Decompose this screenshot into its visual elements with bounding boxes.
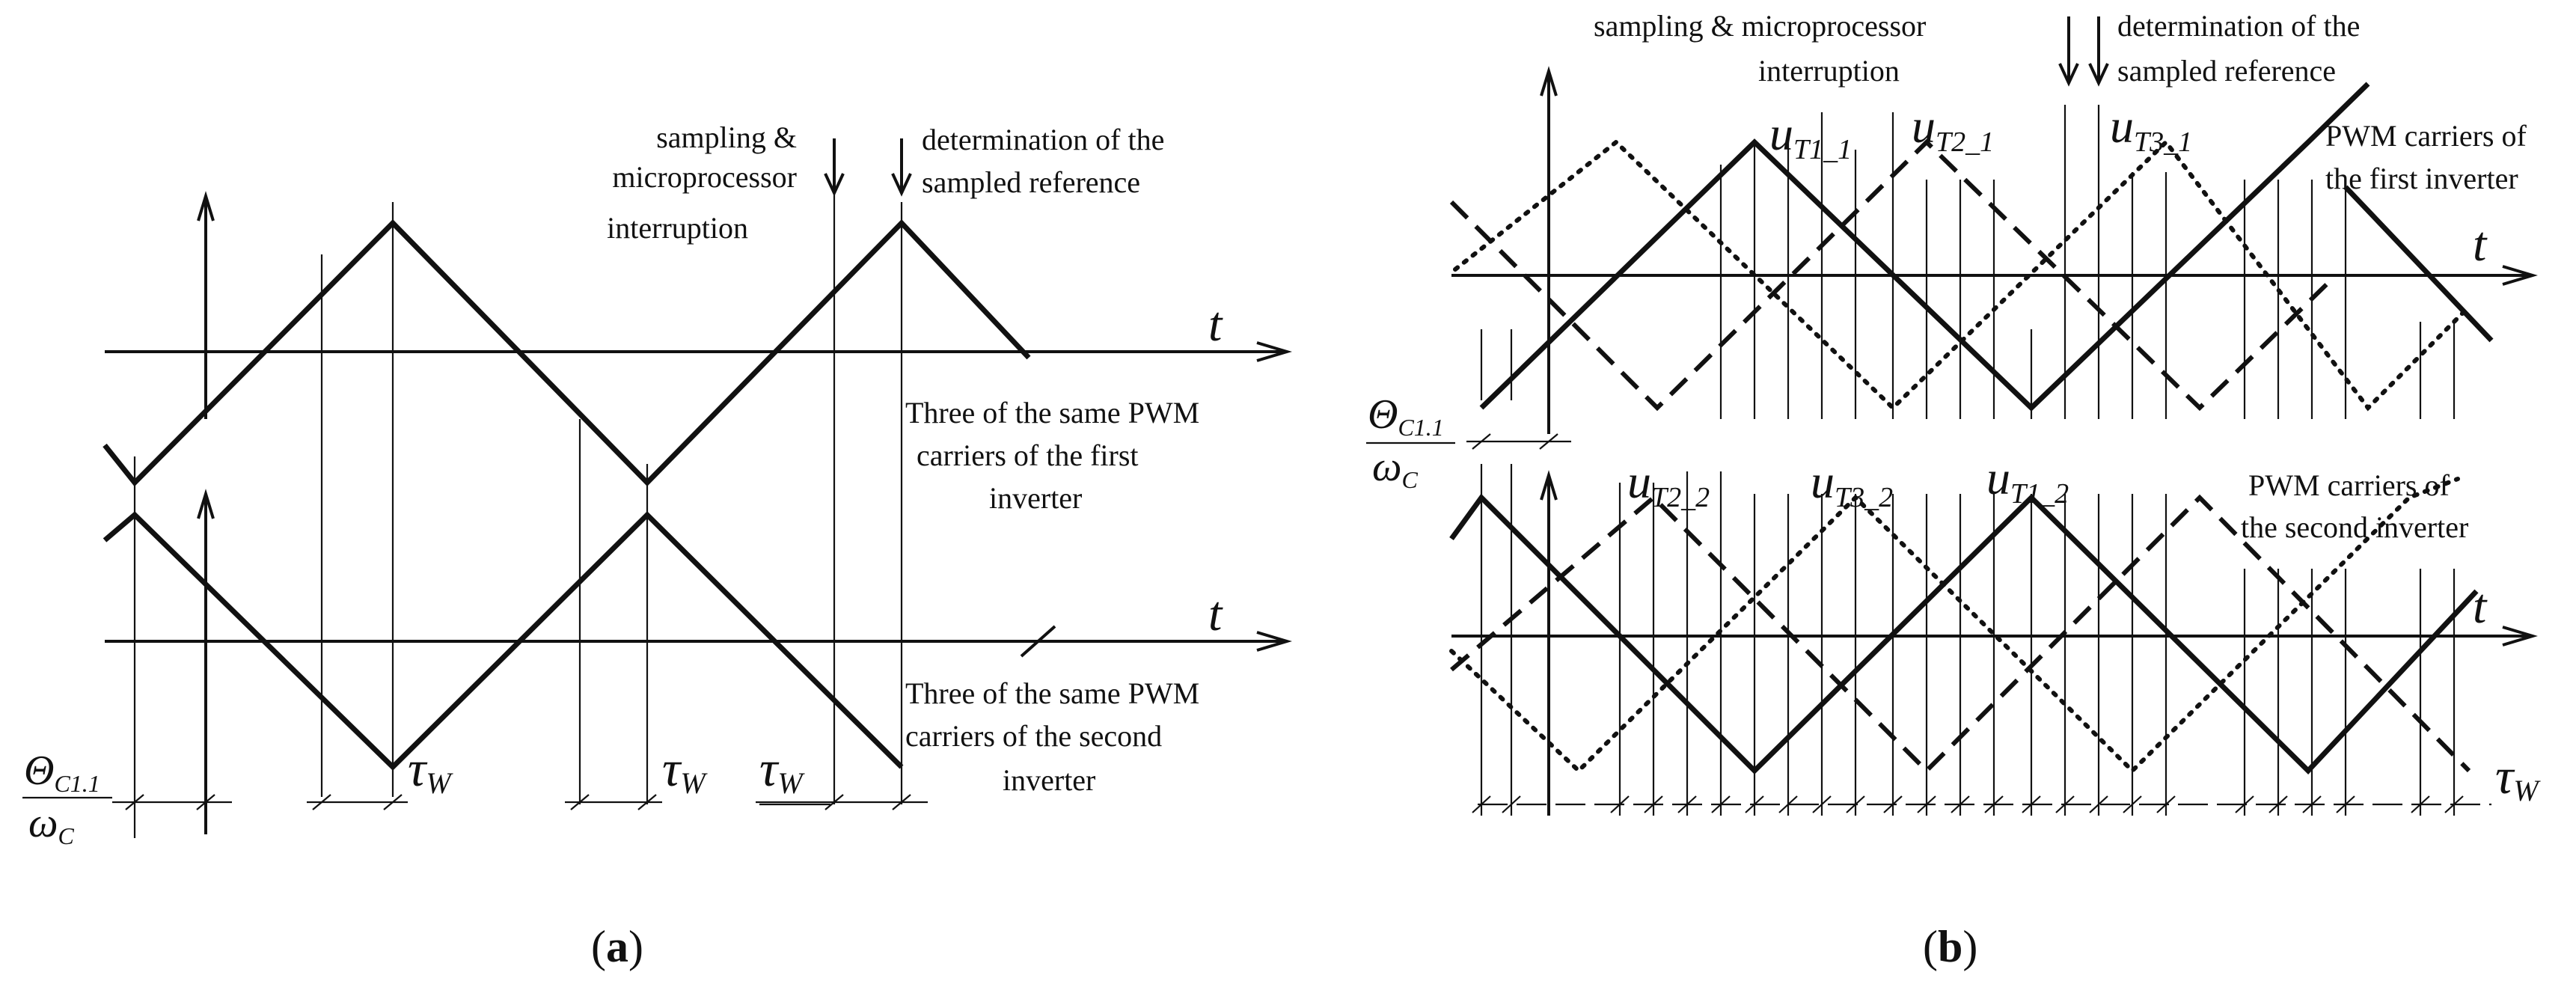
panel-a-timing-lines (133, 183, 903, 838)
panel-a-bottom-axis-arrowhead (197, 489, 215, 519)
svg-text:ΘC1.1: ΘC1.1 (1368, 391, 1444, 441)
panel-b-label-uT1-2: uT1_2 (1986, 451, 2069, 510)
panel-a-top-axis-arrowhead (197, 191, 215, 221)
panel-b-top-t-label: t (2473, 217, 2488, 272)
panel-b-top-t-arrowhead (2502, 265, 2538, 286)
panel-b-carrier-uT3-2 (1449, 477, 2460, 774)
panel-a-determination-arrow (891, 138, 912, 197)
svg-text:ωC: ωC (28, 800, 75, 849)
panel-a-axis-break-mark (1020, 625, 1056, 658)
panel-a-top-t-label: t (1208, 297, 1223, 352)
panel-b-sampling-note: sampling & microprocessor interruption (1594, 9, 1933, 88)
panel-b-tau-dimensions (1472, 795, 2491, 813)
panel-a-tau-dimensions (112, 794, 928, 810)
panel-a-second-carriers-note: Three of the same PWM carriers of the se… (905, 676, 1207, 797)
panel-b-tau-label: τW (2495, 748, 2541, 807)
panel-b-determination-note: determination of the sampled reference (2117, 9, 2367, 88)
panel-b-label-uT1-1: uT1_1 (1769, 107, 1852, 165)
panel-a-first-carriers-note: Three of the same PWM carriers of the fi… (905, 396, 1207, 515)
panel-b-label-uT3-1: uT3_1 (2110, 100, 2192, 158)
panel-b-bottom-axis-arrowhead (1540, 470, 1558, 501)
panel-a-second-inverter-carrier (103, 511, 904, 771)
panel-b-second-carriers-note: PWM carriers of the second inverter (2241, 468, 2468, 544)
panel-b-phase-offset-fraction: ΘC1.1 ωC (1366, 391, 1571, 493)
panel-b-carrier-uT2-2 (1450, 494, 2471, 774)
panel-a-sampling-note: sampling & microprocessor interruption (607, 120, 804, 245)
panel-a-tau-label-2: τW (662, 740, 708, 800)
panel-b: t t uT1_1 uT2_1 uT3_1 uT2_2 uT3_2 uT1_2 (1366, 9, 2541, 971)
panel-a-determination-note: determination of the sampled reference (922, 123, 1172, 199)
panel-b-top-axis-arrowhead (1540, 66, 1558, 97)
panel-a: t t sampling & microprocessor interrupti… (22, 120, 1292, 971)
panel-b-carrier-uT1-1-tail (2343, 185, 2494, 343)
panel-b-bottom-t-arrowhead (2502, 626, 2538, 647)
panel-a-tau-label-3: τW (759, 740, 805, 800)
panel-b-determination-arrow (2088, 16, 2109, 87)
panel-b-first-carriers-note: PWM carriers of the first inverter (2325, 119, 2534, 195)
panel-b-label-uT3-2: uT3_2 (1811, 455, 1893, 513)
panel-b-sampling-arrow (2058, 16, 2079, 87)
panel-a-first-inverter-carrier (103, 219, 1031, 487)
svg-text:ωC: ωC (1372, 444, 1419, 493)
panel-b-carrier-uT1-2 (1449, 493, 2479, 775)
panel-b-label-uT2-1: uT2_1 (1912, 100, 1994, 158)
panel-b-carrier-uT3-1 (1453, 138, 2471, 412)
panel-b-label-uT2-2: uT2_2 (1627, 455, 1710, 513)
panel-b-label: (b) (1923, 922, 1977, 971)
panel-a-bottom-t-arrowhead (1256, 631, 1292, 652)
panel-a-tau-label-1: τW (408, 740, 453, 800)
panel-a-sampling-arrow (824, 138, 845, 197)
panel-a-bottom-t-label: t (1208, 587, 1223, 641)
panel-b-bottom-t-label: t (2473, 579, 2488, 634)
svg-text:ΘC1.1: ΘC1.1 (24, 748, 100, 797)
panel-a-top-t-arrowhead (1256, 341, 1292, 362)
panel-b-carrier-uT1-1 (1479, 82, 2370, 412)
panel-a-label: (a) (591, 922, 643, 971)
panel-a-phase-offset-fraction: ΘC1.1 ωC (22, 748, 112, 849)
panel-b-carrier-uT2-1 (1449, 138, 2337, 412)
